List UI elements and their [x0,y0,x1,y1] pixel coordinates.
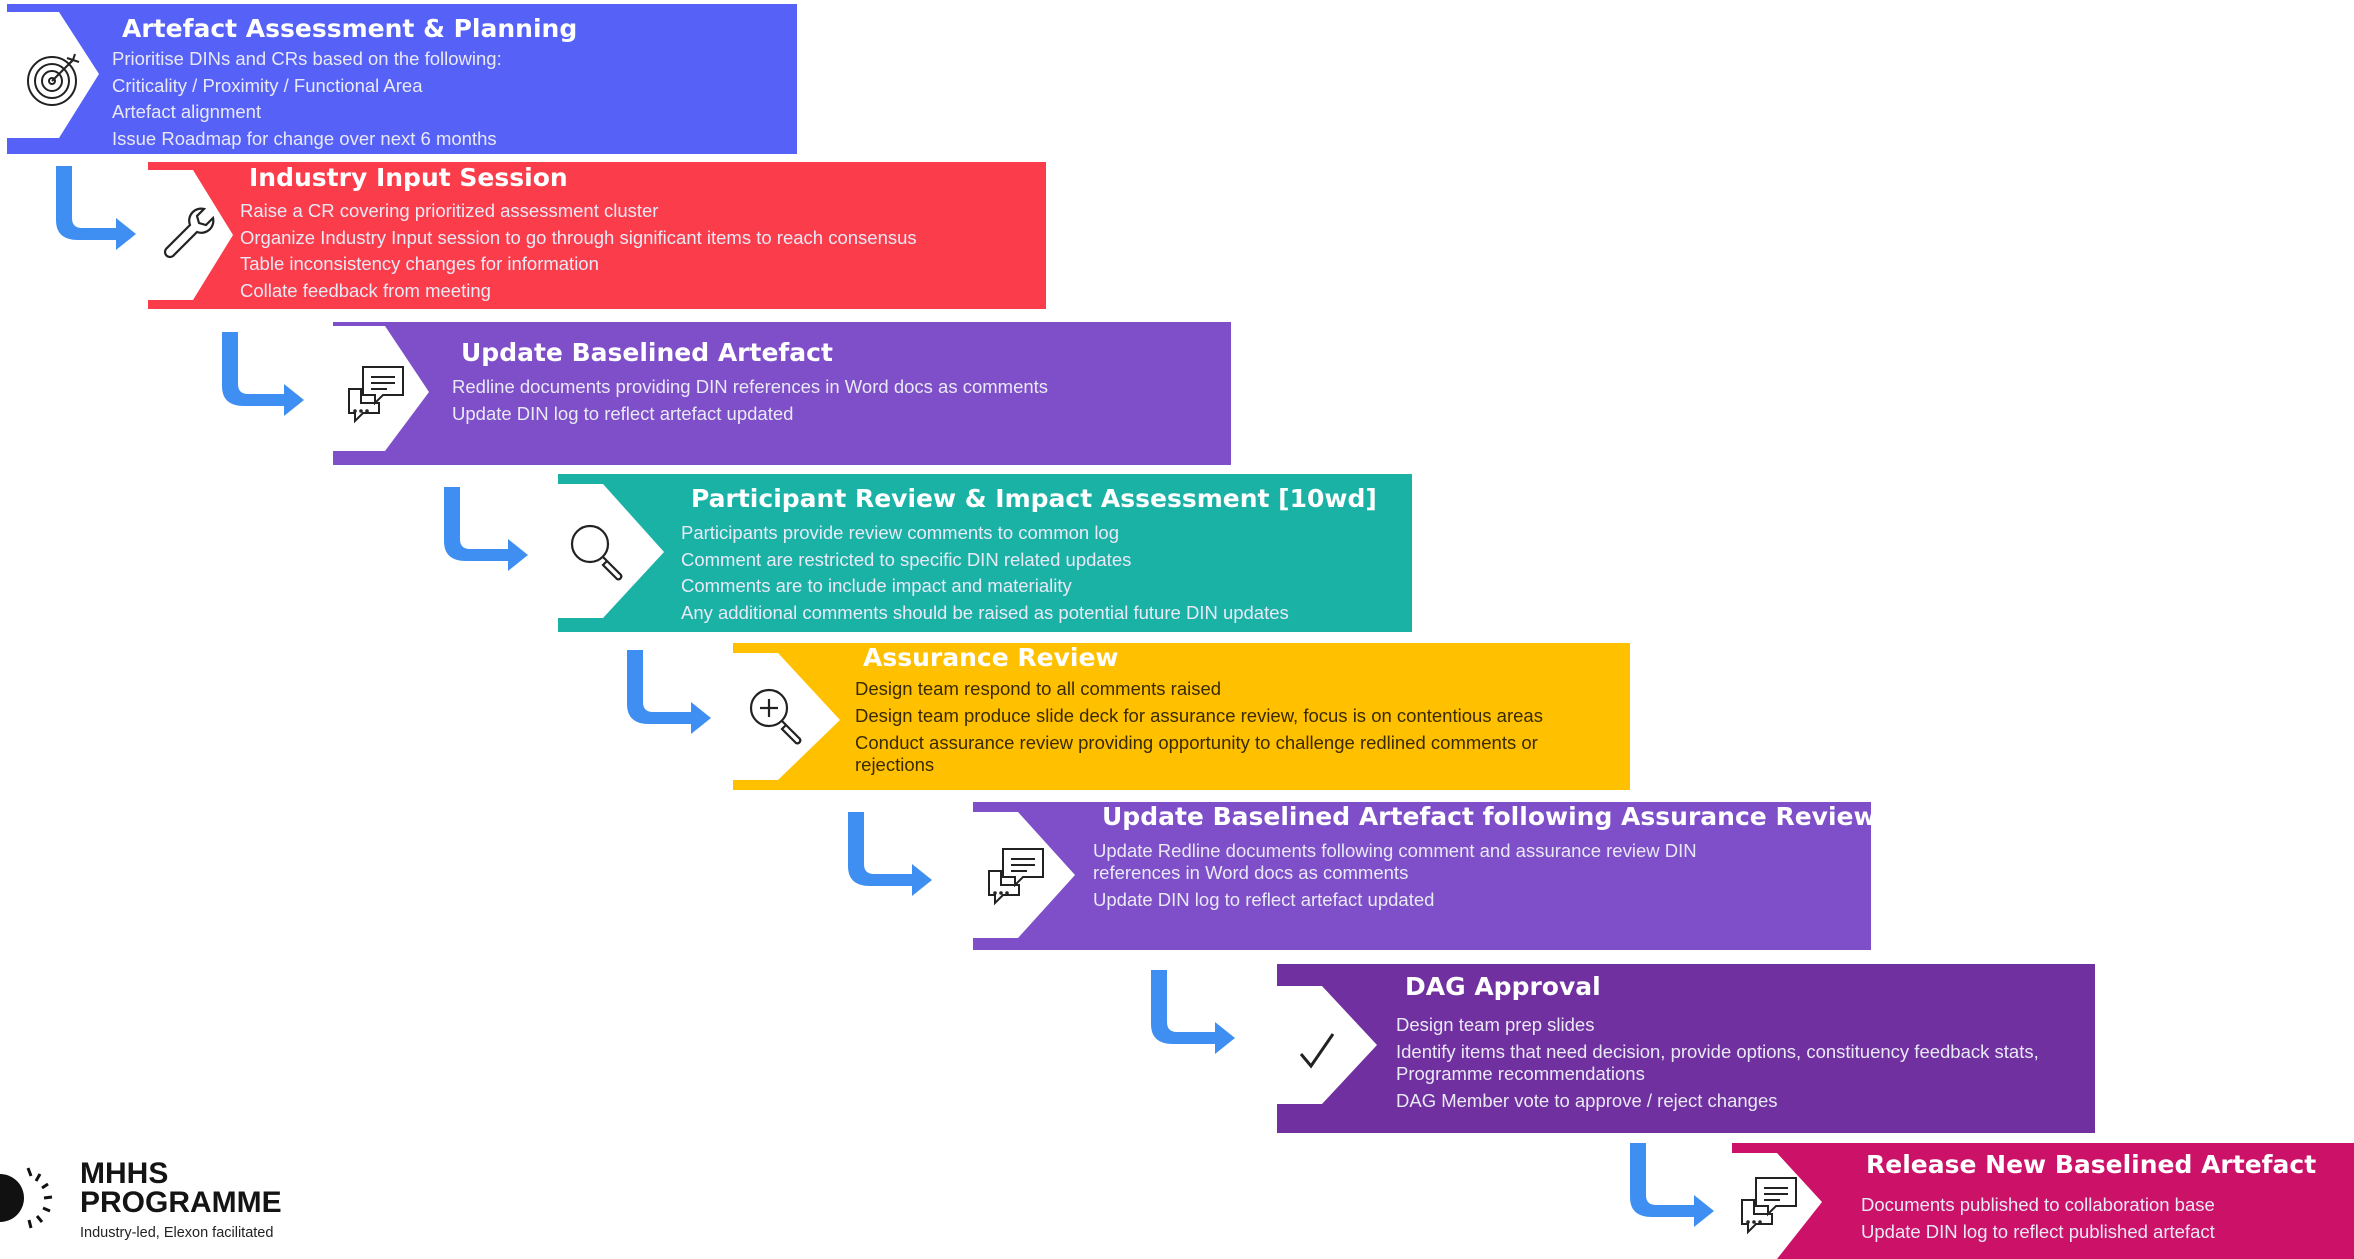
flow-arrow [848,812,932,896]
step-update-baselined: Update Baselined Artefact Redline docume… [333,322,1231,465]
step-bullets: Design team prep slides Identify items t… [1396,1014,2076,1112]
chat-bubbles-icon [348,365,404,423]
logo-tagline: Industry-led, Elexon facilitated [80,1225,274,1241]
bullet: Raise a CR covering prioritized assessme… [240,200,659,221]
chevron-shape [1277,986,1377,1104]
bullet: Update DIN log to reflect published arte… [1861,1220,2215,1242]
step-update-after-assurance: Update Baselined Artefact following Assu… [973,802,1871,950]
bullet: Design team respond to all comments rais… [855,678,1222,699]
logo-line2: PROGRAMME [80,1186,282,1219]
step-title: Release New Baselined Artefact [1866,1150,2317,1179]
flow-arrow [1151,970,1235,1054]
bullet: Participants provide review comments to … [681,522,1120,543]
chevron-shape [148,170,233,300]
bullet: Table inconsistency changes for informat… [240,253,599,274]
step-title: Artefact Assessment & Planning [122,14,578,43]
bullet: Criticality / Proximity / Functional Are… [112,74,423,96]
flow-arrow [627,650,711,734]
logo-line1: MHHS [80,1157,169,1190]
bullet: DAG Member vote to approve / reject chan… [1396,1090,1778,1111]
flow-arrow [222,332,304,416]
step-industry-input: Industry Input Session Raise a CR coveri… [148,162,1046,309]
step-bullets: Design team respond to all comments rais… [855,678,1575,776]
bullet: Design team prep slides [1396,1014,1595,1035]
bullet: Redline documents providing DIN referenc… [452,376,1049,397]
step-bullets: Participants provide review comments to … [681,520,1289,626]
step-bullets: Prioritise DINs and CRs based on the fol… [112,46,502,152]
step-dag-approval: DAG Approval Design team prep slides Ide… [1277,964,2095,1133]
bullet: Update DIN log to reflect artefact updat… [452,402,794,424]
chevron-shape [973,812,1075,938]
step-title: Update Baselined Artefact following Assu… [1102,802,1871,831]
bullet: Design team produce slide deck for assur… [855,705,1543,726]
bullet: Comments are to include impact and mater… [681,575,1072,596]
bullet: Organize Industry Input session to go th… [240,226,917,248]
bullet: Update DIN log to reflect artefact updat… [1093,889,1435,910]
step-title: DAG Approval [1405,972,1601,1001]
step-bullets: Raise a CR covering prioritized assessme… [240,198,917,304]
chat-bubbles-icon [988,848,1044,906]
step-bullets: Update Redline documents following comme… [1093,840,1733,911]
bullet: Issue Roadmap for change over next 6 mon… [112,127,497,149]
mhhs-logo: MHHS PROGRAMME Industry-led, Elexon faci… [0,1150,300,1250]
flow-arrow [444,487,528,571]
bullet: Collate feedback from meeting [240,279,491,301]
checkmark-icon [1299,1032,1335,1068]
logo-mark-icon [0,1167,53,1229]
bullet: Identify items that need decision, provi… [1396,1041,2039,1084]
step-bullets: Documents published to collaboration bas… [1861,1192,2215,1245]
step-artefact-assessment: Artefact Assessment & Planning Prioritis… [7,4,797,154]
step-title: Industry Input Session [249,163,568,192]
step-release-baselined: Release New Baselined Artefact Documents… [1732,1143,2354,1259]
magnifier-icon [570,524,623,581]
step-assurance-review: Assurance Review Design team respond to … [733,643,1630,790]
chevron-shape [7,12,99,138]
bullet: Prioritise DINs and CRs based on the fol… [112,48,502,69]
flow-arrow [1630,1143,1714,1227]
chevron-shape [733,653,840,780]
bullet: Documents published to collaboration bas… [1861,1194,2215,1215]
bullet: Conduct assurance review providing oppor… [855,732,1538,775]
step-bullets: Redline documents providing DIN referenc… [452,374,1048,427]
step-title: Assurance Review [863,643,1119,672]
wrench-icon [163,207,215,258]
bullet: Artefact alignment [112,101,262,122]
bullet: Update Redline documents following comme… [1093,840,1697,883]
bullet: Any additional comments should be raised… [681,601,1289,623]
bullet: Comment are restricted to specific DIN r… [681,548,1132,570]
zoom-in-icon [749,688,802,744]
step-title: Participant Review & Impact Assessment [… [691,484,1377,513]
step-title: Update Baselined Artefact [461,338,833,367]
chat-bubbles-icon [1741,1177,1797,1235]
target-icon [27,53,80,106]
chevron-shape [558,484,664,618]
step-participant-review: Participant Review & Impact Assessment [… [558,474,1412,632]
flow-arrow [56,166,136,250]
